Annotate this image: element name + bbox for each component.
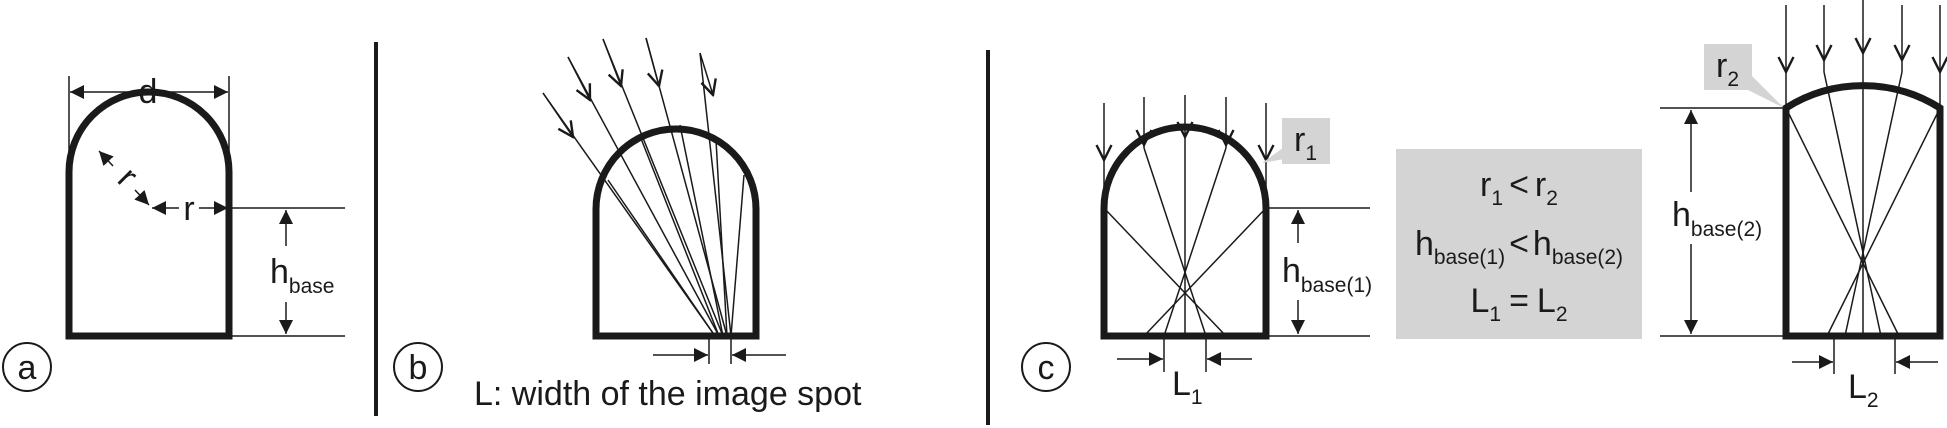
comparison-line-2: hbase(1)<hbase(2) — [1415, 225, 1623, 269]
panel-b: L: width of the image spot b — [393, 37, 862, 413]
comparison-box-bg — [1396, 149, 1642, 339]
r1-callout — [1282, 118, 1330, 164]
l2-label: L2 — [1848, 368, 1879, 412]
panel-a-marker — [2, 342, 52, 392]
h-base1-label: hbase(1) — [1282, 252, 1372, 297]
r2-callout — [1704, 44, 1752, 90]
lens-outline-b — [592, 125, 760, 340]
r-radial-arrow-outer — [98, 150, 114, 167]
panel-a-marker-label: a — [18, 349, 37, 387]
panel-b-caption: L: width of the image spot — [474, 375, 862, 413]
l1-label: L1 — [1172, 365, 1203, 409]
panel-a: d r r hbase a — [2, 73, 345, 392]
dim-r-label: r — [183, 190, 194, 228]
lens-1: r1 hbase(1) L1 — [1104, 95, 1372, 409]
comparison-line-1: r1<r2 — [1480, 166, 1558, 210]
lens-outline-a — [65, 88, 233, 340]
comparison-line-3: L1=L2 — [1470, 282, 1567, 326]
dim-d-label: d — [139, 73, 158, 111]
r-radial-arrow-inner — [134, 189, 150, 206]
panel-b-marker-label: b — [409, 349, 428, 387]
lens-outline-2 — [1782, 82, 1944, 340]
comparison-box: r1<r2 hbase(1)<hbase(2) L1=L2 — [1396, 149, 1642, 339]
panel-b-marker — [393, 342, 443, 392]
h-base-label: hbase — [270, 253, 334, 298]
r1-label: r1 — [1294, 121, 1317, 165]
lens-2-rays — [1786, 0, 1940, 337]
panel-c-marker-label: c — [1038, 349, 1055, 387]
r2-label: r2 — [1716, 47, 1739, 91]
dim-r-arc-label: r — [110, 160, 145, 195]
oblique-rays — [542, 37, 745, 337]
panel-c-marker — [1021, 342, 1071, 392]
panel-c: c r1 — [1021, 0, 1940, 412]
lens-1-rays — [1104, 95, 1266, 337]
h-base2-label: hbase(2) — [1672, 196, 1762, 241]
r2-callout-pointer — [1744, 76, 1784, 108]
lens-2: r2 hbase(2) L2 — [1660, 0, 1940, 412]
